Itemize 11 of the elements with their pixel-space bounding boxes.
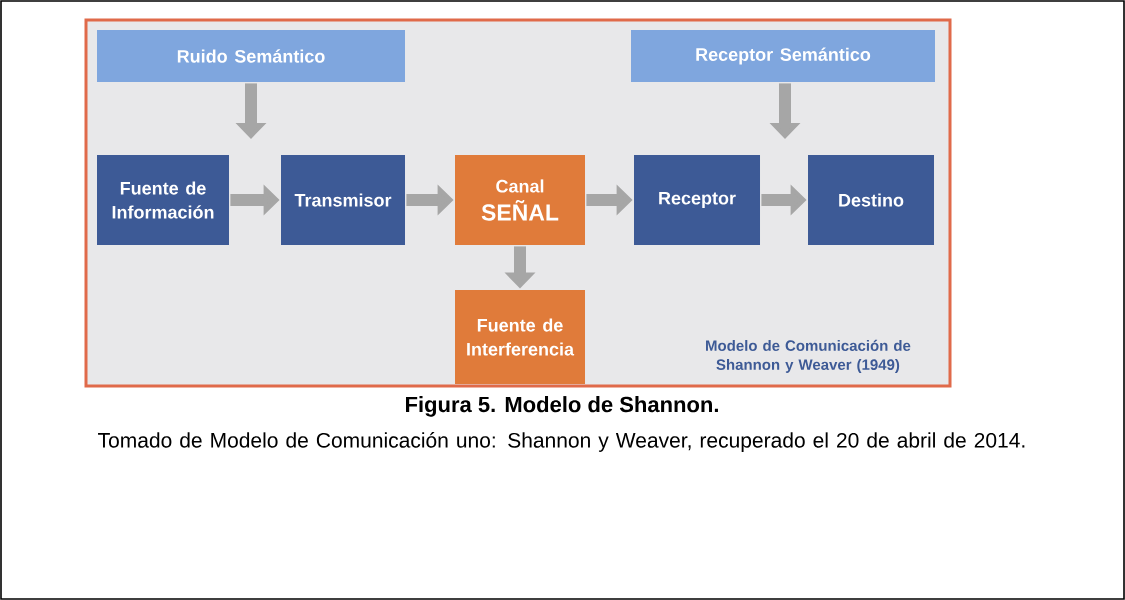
process-box: Ruido Semántico [97, 30, 405, 82]
figure-caption: Tomado de Modelo de Comunicación uno: Shannon y Weaver, recuperado el 20 de abril de 2014. [98, 432, 1025, 452]
panel-note: Modelo de Comunicación de Shannon y Weaver (1949) [706, 339, 911, 373]
figure-title: Figura 5. Modelo de Shannon. [406, 396, 718, 417]
process-box: Transmisor [281, 155, 405, 245]
process-box: Canal SEÑAL [455, 155, 585, 245]
process-box: Destino [808, 155, 934, 245]
process-box: Fuente de Información [97, 155, 229, 245]
process-box: Receptor Semántico [631, 30, 935, 82]
process-box: Fuente de Interferencia [455, 290, 585, 384]
process-box: Receptor [634, 155, 760, 245]
